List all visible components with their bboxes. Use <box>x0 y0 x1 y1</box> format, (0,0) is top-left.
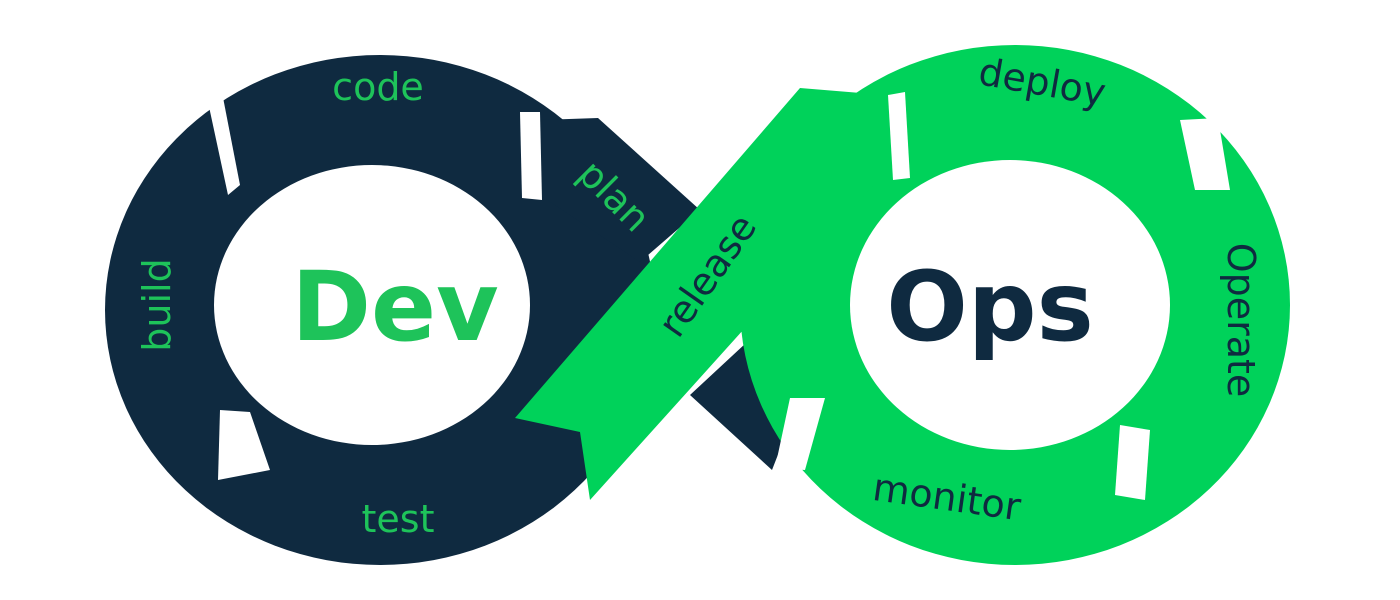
dev-separator-bottom-left <box>218 410 270 480</box>
plan-band-shape <box>540 118 700 262</box>
ops-ring-hole <box>850 160 1170 450</box>
release-band <box>515 88 910 500</box>
code-plan-gap <box>520 112 542 200</box>
ops-separator-top-right <box>1180 118 1230 190</box>
stage-label-code: code <box>332 65 424 109</box>
release-deploy-gap <box>888 92 910 180</box>
ops-separator-bottom-left <box>775 398 825 470</box>
stage-label-test: test <box>362 497 435 541</box>
dev-ring-hole <box>214 165 530 445</box>
stage-label-operate: Operate <box>1219 243 1263 398</box>
ops-center-label: Ops <box>886 251 1093 363</box>
plan-band <box>520 112 700 262</box>
stage-label-build: build <box>135 258 179 351</box>
release-band-shape <box>515 88 885 500</box>
dev-ring <box>105 55 655 565</box>
dev-separator-top-left <box>205 82 240 195</box>
dev-center-label: Dev <box>291 251 498 363</box>
ops-separator-bottom-right <box>1115 425 1150 500</box>
